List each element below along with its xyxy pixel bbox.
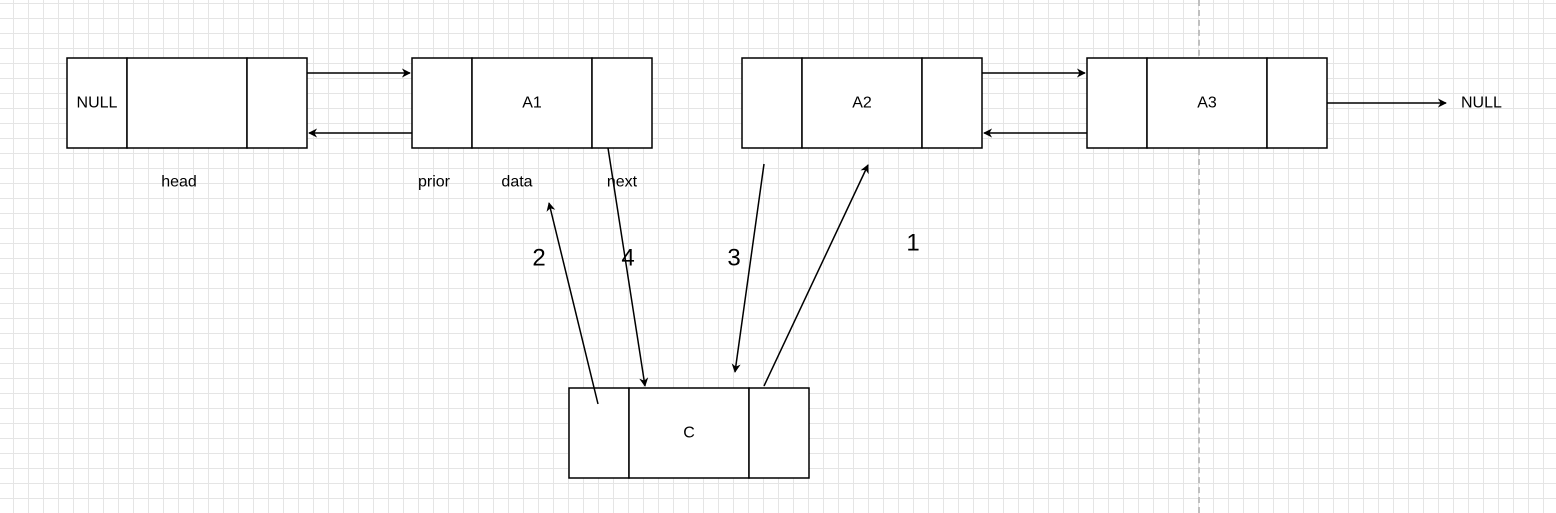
head-prior-text: NULL — [77, 95, 118, 112]
step-4-arrow-a1-next-to-c[interactable] — [607, 147, 649, 387]
step-2-number: 2 — [532, 245, 545, 272]
next-field-label: next — [607, 174, 638, 191]
head-label: head — [161, 174, 197, 191]
step-1-arrow-c-next-to-a2[interactable] — [763, 164, 869, 387]
a2-data-text: A2 — [852, 95, 872, 112]
a1-node[interactable]: A1 — [411, 57, 653, 149]
c-next-cell — [748, 387, 810, 479]
data-field-label: data — [501, 174, 532, 191]
a1-data-text: A1 — [522, 95, 542, 112]
head-prior-cell — [66, 57, 128, 149]
page-break-line — [1198, 0, 1200, 513]
a2-node[interactable]: A2 — [741, 57, 983, 149]
c-data-cell — [628, 387, 750, 479]
a1-next-cell — [591, 57, 653, 149]
head-data-cell — [126, 57, 248, 149]
a1-data-cell — [471, 57, 593, 149]
tail-null-label: NULL — [1461, 95, 1502, 112]
a2-prior-cell — [741, 57, 803, 149]
head-next-cell — [246, 57, 308, 149]
a3-next-cell — [1266, 57, 1328, 149]
step-3-arrow-a2-prior-to-c[interactable] — [731, 163, 765, 373]
c-node[interactable]: C — [568, 387, 810, 479]
prior-field-label: prior — [418, 174, 451, 191]
a2-next-cell — [921, 57, 983, 149]
a1-prior-cell — [411, 57, 473, 149]
step-2-arrow-c-prior-to-a1[interactable] — [546, 202, 599, 405]
a3-data-cell — [1146, 57, 1268, 149]
step-4-number: 4 — [621, 245, 634, 272]
head-node[interactable]: NULL — [66, 57, 308, 149]
c-prior-cell — [568, 387, 630, 479]
a3-node[interactable]: A3 — [1086, 57, 1328, 149]
c-data-text: C — [683, 425, 695, 442]
a3-prior-cell — [1086, 57, 1148, 149]
step-3-number: 3 — [727, 245, 740, 272]
a3-data-text: A3 — [1197, 95, 1217, 112]
step-1-number: 1 — [906, 230, 919, 257]
